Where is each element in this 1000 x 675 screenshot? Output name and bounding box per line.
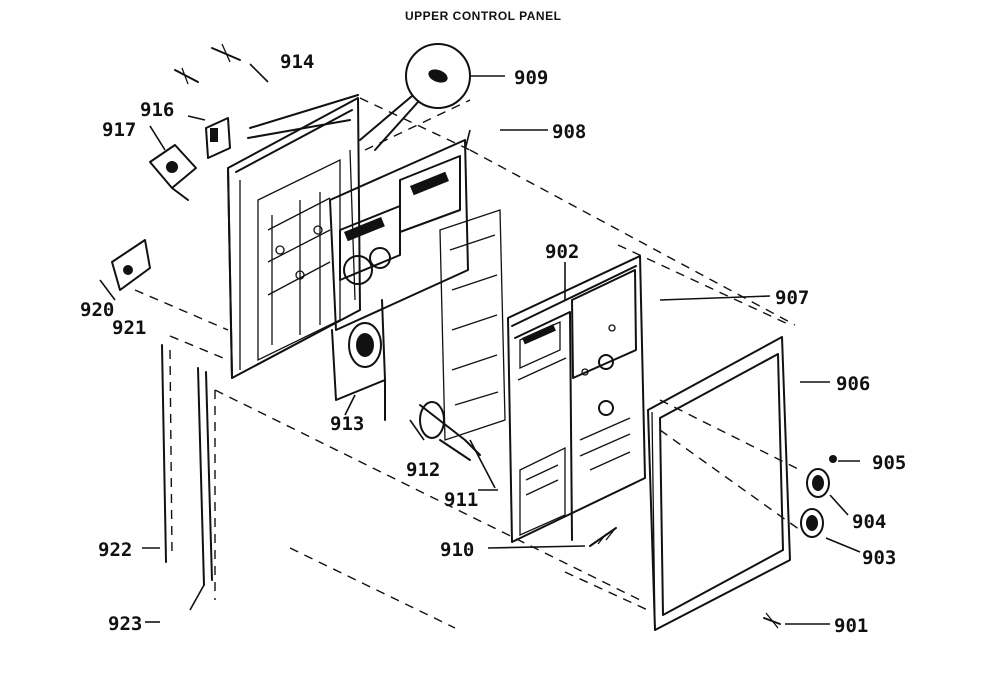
label-920: 920 xyxy=(80,299,114,321)
part-labels: 914 909 908 916 917 902 907 920 921 906 … xyxy=(80,51,906,637)
screw-910 xyxy=(589,527,617,547)
side-rail-923 xyxy=(189,367,213,611)
detail-callout-909 xyxy=(359,43,471,151)
label-901: 901 xyxy=(834,615,868,637)
label-923: 923 xyxy=(108,613,142,635)
label-911: 911 xyxy=(444,489,478,511)
frame-906 xyxy=(647,336,791,631)
label-907: 907 xyxy=(775,287,809,309)
label-910: 910 xyxy=(440,539,474,561)
label-914: 914 xyxy=(280,51,314,73)
label-921: 921 xyxy=(112,317,146,339)
switch-917 xyxy=(149,144,197,201)
label-922: 922 xyxy=(98,539,132,561)
diagram-title: UPPER CONTROL PANEL xyxy=(405,9,561,23)
leader-lines xyxy=(99,63,861,625)
control-panel-902 xyxy=(507,255,646,543)
control-board-assembly xyxy=(329,139,506,441)
label-917: 917 xyxy=(102,119,136,141)
label-909: 909 xyxy=(514,67,548,89)
cabinet-outline xyxy=(134,97,801,629)
label-913: 913 xyxy=(330,413,364,435)
label-903: 903 xyxy=(862,547,896,569)
small-parts-914 xyxy=(174,43,241,85)
label-905: 905 xyxy=(872,452,906,474)
label-906: 906 xyxy=(836,373,870,395)
label-912: 912 xyxy=(406,459,440,481)
knobs xyxy=(800,455,837,538)
bracket-920 xyxy=(111,239,151,291)
label-904: 904 xyxy=(852,511,886,533)
label-916: 916 xyxy=(140,99,174,121)
screw-901 xyxy=(763,612,781,629)
label-908: 908 xyxy=(552,121,586,143)
back-chassis xyxy=(227,94,361,379)
side-rail-922 xyxy=(161,344,173,563)
bracket-916 xyxy=(205,117,231,159)
label-902: 902 xyxy=(545,241,579,263)
